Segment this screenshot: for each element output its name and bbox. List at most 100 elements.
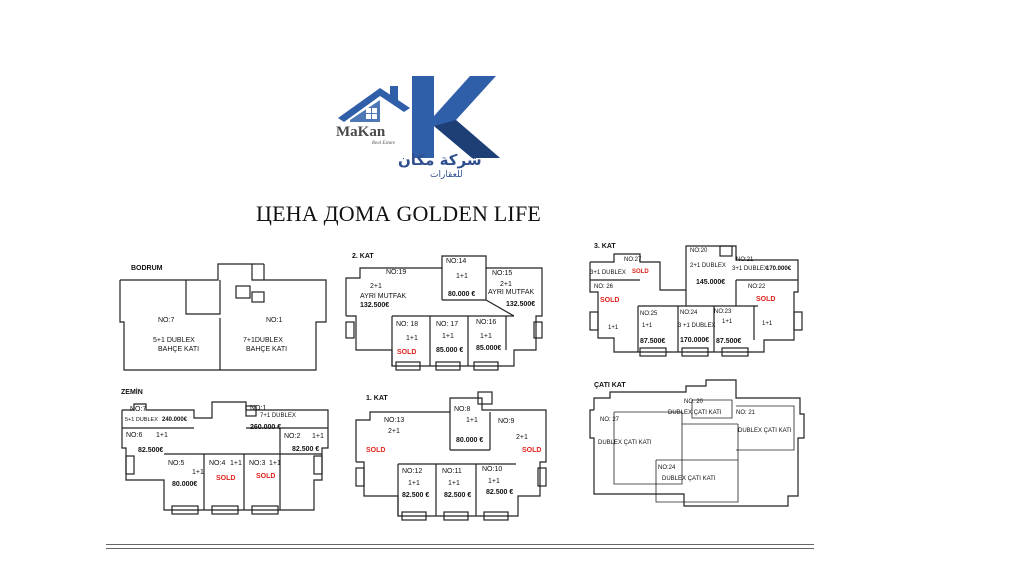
unit-price: 82.500 €	[292, 446, 320, 453]
unit-type: 1+1	[480, 333, 492, 340]
unit-type: 5+1 DUBLEX	[153, 337, 195, 344]
floorplan-zemin: ZEMİN NO:7 5+1 DUBLEX 240.000€ NO:1 7+1 …	[116, 388, 344, 528]
unit-no: NO:10	[482, 466, 503, 473]
unit-price: 80.000€	[172, 481, 198, 488]
unit-type: 1+1	[488, 478, 500, 485]
floor-label-kat2: 2. KAT	[352, 253, 374, 260]
unit-no: NO: 21	[736, 410, 756, 416]
unit-no: NO:2	[284, 433, 301, 440]
sold-badge: SOLD	[756, 296, 776, 303]
floor-label-kat3: 3. KAT	[594, 243, 616, 250]
unit-no: NO:4	[209, 460, 226, 467]
unit-no: NO:21	[736, 257, 754, 263]
unit-no: NO:1	[250, 405, 267, 412]
sold-badge: SOLD	[522, 447, 542, 454]
unit-note: AYRI MUTFAK	[488, 289, 535, 296]
brand-arabic-name: شركة مكان	[398, 151, 482, 169]
unit-type: DUBLEX ÇATI KATI	[668, 410, 722, 416]
unit-no: NO:24	[680, 310, 698, 316]
unit-type: 3+1 DUBLEX	[590, 270, 626, 276]
brand-tagline: Real Estate	[372, 141, 395, 146]
floorplan-kat3-drawing	[589, 245, 803, 357]
unit-type: 1+1	[456, 273, 468, 280]
unit-price: 132.500€	[360, 302, 390, 309]
unit-type: 1+1	[448, 480, 460, 487]
floorplan-kat1: 1. KAT NO:13 2+1 SOLD NO:8 1+1 80.000 € …	[346, 390, 566, 530]
floorplan-cati-drawing	[589, 379, 805, 507]
unit-note: BAHÇE KATI	[246, 346, 288, 353]
sold-badge: SOLD	[600, 297, 620, 304]
unit-price: 82.500 €	[444, 492, 472, 499]
unit-type: 2+1	[500, 281, 512, 288]
unit-type: 1+1	[230, 460, 242, 467]
unit-type: 2+1	[516, 434, 528, 441]
unit-type: 1+1	[269, 460, 281, 467]
unit-no: NO:11	[442, 468, 462, 475]
brand-name: MaKan	[336, 124, 386, 140]
floorplan-zemin-drawing	[121, 401, 329, 515]
unit-no: NO:13	[384, 417, 405, 424]
unit-no: NO:9	[498, 418, 515, 425]
unit-type: 1+1	[762, 321, 773, 327]
unit-type: 1+1	[192, 469, 204, 476]
unit-note: AYRI MUTFAK	[360, 293, 407, 300]
unit-type: 1+1	[442, 333, 454, 340]
floorplan-kat1-drawing	[355, 391, 547, 521]
unit-price: 80.000 €	[448, 291, 476, 298]
unit-no: NO:12	[402, 468, 423, 475]
unit-no: NO:23	[714, 309, 732, 315]
floorplan-cati: ÇATI KAT NO: 27 DUBLEX ÇATI KATI NO: 20 …	[588, 376, 810, 522]
unit-type: 3+1 DUBLEX	[732, 266, 768, 272]
unit-no: NO:14	[446, 258, 467, 265]
unit-type: 1+1	[312, 433, 324, 440]
unit-no: NO:8	[454, 406, 471, 413]
unit-type: DUBLEX ÇATI KATI	[662, 476, 716, 482]
unit-no: NO: 27	[600, 417, 620, 423]
floor-label-kat1: 1. KAT	[366, 395, 388, 402]
unit-type: 2+1	[388, 428, 400, 435]
unit-no: NO:5	[168, 460, 185, 467]
floor-label-zemin: ZEMİN	[121, 389, 143, 396]
unit-type: 2+1 DUBLEX	[690, 263, 726, 269]
unit-type: 1+1	[466, 417, 478, 424]
unit-price: 82.500€	[138, 447, 164, 454]
unit-no: NO:1	[266, 317, 283, 324]
footer-divider	[106, 544, 814, 545]
unit-note: BAHÇE KATI	[158, 346, 200, 353]
unit-price: 87.500€	[640, 338, 666, 345]
unit-price: 170.000€	[766, 266, 792, 272]
sold-badge: SOLD	[632, 269, 649, 275]
unit-price: 85.000€	[476, 345, 502, 352]
unit-no: NO: 17	[436, 321, 459, 328]
floor-label-bodrum: BODRUM	[131, 265, 163, 272]
unit-price: 260.000 €	[250, 424, 282, 431]
floorplan-bodrum-drawing	[119, 263, 327, 371]
unit-no: NO:25	[640, 311, 658, 317]
unit-type: 1+1	[642, 323, 653, 329]
unit-type: 3 +1 DUBLEX	[678, 323, 716, 329]
unit-type: 7+1 DUBLEX	[260, 413, 296, 419]
unit-type: DUBLEX ÇATI KATI	[738, 428, 792, 434]
unit-no: NO:3	[249, 460, 266, 467]
unit-price: 145.000€	[696, 279, 726, 286]
unit-price: 82.500 €	[402, 492, 430, 499]
unit-type: 1+1	[156, 432, 168, 439]
floorplan-kat3: 3. KAT NO:27 3+1 DUBLEX SOLD NO:20 2+1 D…	[586, 240, 808, 370]
page-title: ЦЕНА ДОМА GOLDEN LIFE	[256, 201, 542, 226]
unit-price: 80.000 €	[456, 437, 484, 444]
floorplan-kat2-drawing	[345, 255, 543, 371]
brand-arabic-sub: للعقارات	[430, 170, 463, 180]
makan-logo	[330, 70, 500, 185]
unit-no: NO: 26	[594, 284, 614, 290]
unit-no: NO:15	[492, 270, 513, 277]
unit-no: NO:7	[130, 406, 147, 413]
unit-no: NO:7	[158, 317, 175, 324]
unit-price: 87.500€	[716, 338, 742, 345]
unit-no: NO:24	[658, 465, 676, 471]
sold-badge: SOLD	[256, 473, 276, 480]
unit-no: NO:16	[476, 319, 497, 326]
unit-type: 1+1	[608, 325, 619, 331]
unit-type: 2+1	[370, 283, 382, 290]
unit-no: NO:19	[386, 269, 407, 276]
sold-badge: SOLD	[216, 475, 236, 482]
